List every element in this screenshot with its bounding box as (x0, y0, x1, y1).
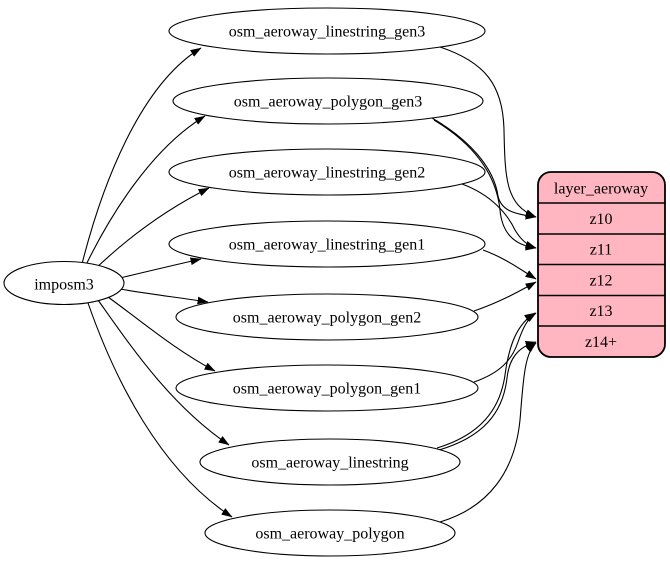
edge-imposm3-osm_aeroway_linestring_gen3 (81, 47, 202, 265)
table-ellipse (175, 364, 479, 412)
node-osm_aeroway_polygon: osm_aeroway_polygon (204, 509, 456, 557)
edge-osm_aeroway_linestring_gen2-z11 (461, 183, 537, 249)
edge-osm_aeroway_polygon_gen2-z12 (473, 281, 537, 312)
edge-osm_aeroway_polygon-z14 (439, 342, 537, 523)
imposm3-ellipse (3, 260, 125, 306)
table-ellipse (172, 77, 484, 125)
edge-osm_aeroway_polygon_gen3-z11 (433, 119, 537, 251)
node-osm_aeroway_linestring_gen2: osm_aeroway_linestring_gen2 (168, 148, 486, 196)
edge-osm_aeroway_polygon_gen3-z10 (431, 117, 537, 220)
table-ellipse (168, 220, 486, 268)
edge-osm_aeroway_linestring-z13 (436, 312, 536, 449)
table-label: osm_aeroway_linestring_gen1 (229, 237, 425, 254)
imposm3-label: imposm3 (34, 277, 94, 294)
node-osm_aeroway_linestring: osm_aeroway_linestring (199, 438, 461, 486)
layer-row-z13: z13 (589, 303, 612, 320)
layer-row-z12: z12 (589, 273, 612, 290)
table-label: osm_aeroway_polygon_gen1 (233, 381, 421, 398)
edge-osm_aeroway_linestring-z14 (438, 340, 537, 451)
table-label: osm_aeroway_linestring_gen2 (229, 165, 425, 182)
edge-imposm3-osm_aeroway_polygon (87, 302, 233, 518)
edge-imposm3-osm_aeroway_polygon_gen3 (84, 115, 206, 268)
edge-imposm3-osm_aeroway_polygon_gen1 (107, 296, 216, 372)
edge-imposm3-osm_aeroway_linestring_gen1 (119, 257, 202, 279)
edge-osm_aeroway_linestring_gen3-z10 (439, 46, 537, 218)
layer-row-z14plus: z14+ (585, 334, 617, 351)
node-osm_aeroway_linestring_gen3: osm_aeroway_linestring_gen3 (168, 7, 486, 55)
table-ellipse (204, 509, 456, 557)
table-label: osm_aeroway_linestring (251, 455, 408, 472)
table-label: osm_aeroway_polygon (255, 526, 404, 543)
node-imposm3: imposm3 (3, 260, 125, 306)
node-osm_aeroway_linestring_gen1: osm_aeroway_linestring_gen1 (168, 220, 486, 268)
edge-imposm3-osm_aeroway_polygon_gen2 (119, 288, 209, 305)
node-osm_aeroway_polygon_gen3: osm_aeroway_polygon_gen3 (172, 77, 484, 125)
table-label: osm_aeroway_polygon_gen3 (234, 94, 422, 111)
node-osm_aeroway_polygon_gen2: osm_aeroway_polygon_gen2 (175, 293, 479, 341)
layer-title: layer_aeroway (554, 181, 648, 198)
edge-imposm3-osm_aeroway_linestring_gen2 (91, 187, 210, 273)
node-layer_aeroway: layer_aeroway z10 z11 z12 z13 z14+ (537, 171, 666, 358)
table-ellipse (168, 148, 486, 196)
edge-osm_aeroway_linestring_gen1-z12 (482, 249, 537, 280)
table-ellipse (199, 438, 461, 486)
table-label: osm_aeroway_linestring_gen3 (229, 24, 425, 41)
layer-row-z10: z10 (589, 211, 612, 228)
node-osm_aeroway_polygon_gen1: osm_aeroway_polygon_gen1 (175, 364, 479, 412)
edge-imposm3-osm_aeroway_linestring (97, 299, 230, 446)
table-ellipse (175, 293, 479, 341)
table-ellipse (168, 7, 486, 55)
table-label: osm_aeroway_polygon_gen2 (233, 310, 421, 327)
layer-row-z11: z11 (590, 242, 613, 259)
